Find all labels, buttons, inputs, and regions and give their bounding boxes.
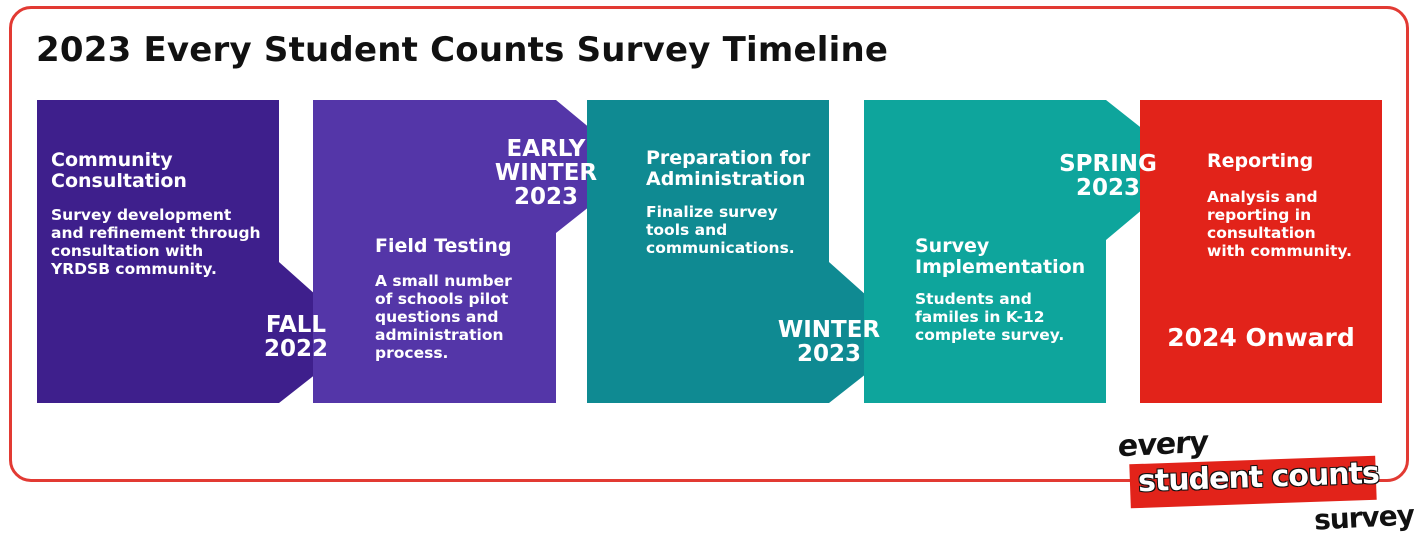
logo-word-survey: survey [1313, 498, 1415, 537]
date-line: 2023 [796, 341, 861, 367]
desc-line: tools and [646, 221, 728, 239]
stage-implementation-desc: Students and familes in K-12 complete su… [915, 290, 1064, 344]
desc-line: YRDSB community. [51, 260, 217, 278]
stage-preparation-desc: Finalize survey tools and communications… [646, 203, 795, 257]
date-line: FALL [265, 312, 327, 338]
date-spring-2023: SPRING 2023 [1052, 152, 1164, 200]
desc-line: process. [375, 344, 449, 362]
date-fall-2022: FALL 2022 [258, 313, 334, 361]
date-line: SPRING [1059, 151, 1157, 177]
desc-line: complete survey. [915, 326, 1065, 344]
stage-preparation-title: Preparation for Administration [646, 148, 810, 190]
stage-reporting-title: Reporting [1207, 151, 1313, 172]
date-line: 2022 [263, 336, 328, 362]
stage-title-line: Preparation for [646, 147, 811, 169]
stage-title-line: Administration [646, 168, 806, 190]
desc-line: familes in K-12 [915, 308, 1045, 326]
date-line: 2023 [513, 184, 578, 210]
stage-title-line: Reporting [1207, 150, 1314, 172]
stage-reporting-desc: Analysis and reporting in consultation w… [1207, 188, 1352, 260]
desc-line: questions and [375, 308, 499, 326]
stage-shape-implementation [864, 100, 1192, 403]
desc-line: and refinement through [51, 224, 261, 242]
desc-line: consultation [1207, 224, 1316, 242]
stage-shape-reporting [1140, 100, 1382, 403]
stage-title-line: Consultation [51, 170, 187, 192]
stage-community-consultation-desc: Survey development and refinement throug… [51, 206, 261, 278]
stage-reporting-footer: 2024 Onward [1167, 323, 1355, 352]
date-winter-2023: WINTER 2023 [774, 318, 884, 366]
every-student-counts-logo: every student counts survey [1116, 424, 1415, 539]
stage-field-testing-desc: A small number of schools pilot question… [375, 272, 512, 362]
stage-shape-field-testing [313, 100, 638, 403]
desc-line: with community. [1207, 242, 1352, 260]
stage-title-line: Community [51, 149, 173, 171]
desc-line: Survey development [51, 206, 232, 224]
date-early-winter-2023: EARLY WINTER 2023 [494, 137, 598, 209]
stage-implementation-title: Survey Implementation [915, 236, 1085, 278]
desc-line: reporting in [1207, 206, 1312, 224]
desc-line: Analysis and [1207, 188, 1318, 206]
desc-line: communications. [646, 239, 795, 257]
date-line: WINTER [494, 160, 598, 186]
desc-line: administration [375, 326, 504, 344]
stage-field-testing-title: Field Testing [375, 236, 511, 257]
stage-title-line: Implementation [915, 256, 1086, 278]
date-line: 2023 [1075, 175, 1140, 201]
stage-title-line: Survey [915, 235, 990, 257]
desc-line: A small number [375, 272, 512, 290]
desc-line: Students and [915, 290, 1032, 308]
date-line: WINTER [777, 317, 881, 343]
stage-title-line: Field Testing [375, 235, 512, 257]
stage-shape-preparation [587, 100, 913, 403]
logo-word-every: every [1116, 424, 1209, 465]
page-title: 2023 Every Student Counts Survey Timelin… [36, 30, 889, 70]
date-line: EARLY [506, 136, 586, 162]
desc-line: of schools pilot [375, 290, 509, 308]
desc-line: Finalize survey [646, 203, 778, 221]
stage-shape-community-consultation [37, 100, 363, 403]
desc-line: consultation with [51, 242, 204, 260]
stage-community-consultation-title: Community Consultation [51, 150, 187, 192]
